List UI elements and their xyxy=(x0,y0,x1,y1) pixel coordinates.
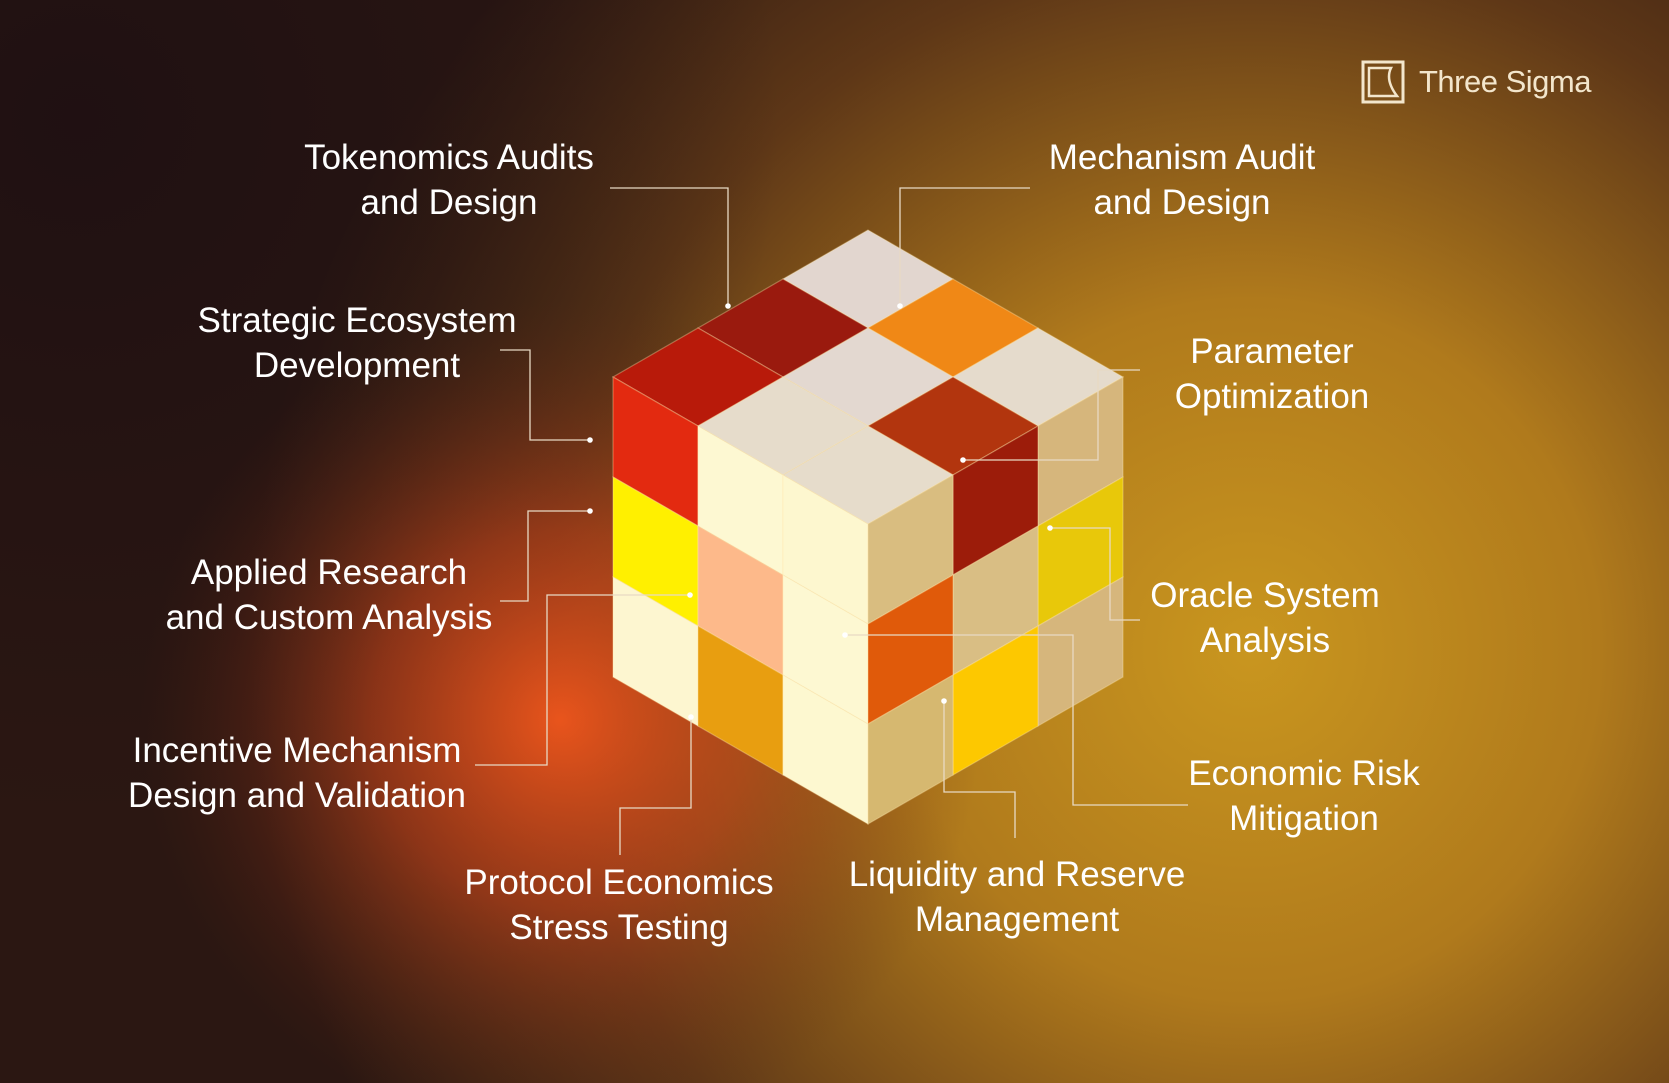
leader-line xyxy=(1050,527,1140,621)
leader-line xyxy=(943,701,1016,838)
leader-line xyxy=(845,634,1188,806)
three-sigma-logo-icon xyxy=(1361,60,1405,104)
leader-line xyxy=(619,717,692,855)
label-line: Liquidity and Reserve xyxy=(848,855,1186,894)
label-line: Optimization xyxy=(1174,377,1370,416)
leader-dot xyxy=(587,437,593,443)
leader-dot xyxy=(941,698,947,704)
leader-line xyxy=(610,187,729,306)
label-line: Incentive Mechanism xyxy=(132,731,462,770)
label-line: and Design xyxy=(1093,183,1271,222)
label-line: Design and Validation xyxy=(128,776,466,815)
leader-line xyxy=(500,510,590,602)
label-line: Development xyxy=(253,346,461,385)
leader-dot xyxy=(688,714,694,720)
leader-dot xyxy=(687,592,693,598)
label-line: Tokenomics Audits xyxy=(304,138,594,177)
label-applied: Applied Research and Custom Analysis xyxy=(166,550,493,640)
label-line: Applied Research xyxy=(190,553,468,592)
label-tokenomics: Tokenomics Audits and Design xyxy=(304,135,594,225)
leader-dot xyxy=(960,457,966,463)
leader-line xyxy=(899,187,1030,306)
label-line: and Design xyxy=(360,183,538,222)
label-line: Oracle System xyxy=(1150,576,1380,615)
leader-line xyxy=(963,369,1140,461)
label-line: and Custom Analysis xyxy=(165,598,493,637)
brand: Three Sigma xyxy=(1361,60,1591,104)
brand-name: Three Sigma xyxy=(1419,64,1591,99)
label-mechanism: Mechanism Audit and Design xyxy=(1049,135,1316,225)
label-line: Protocol Economics xyxy=(464,863,774,902)
leader-line xyxy=(500,349,590,441)
leader-dot xyxy=(725,303,731,309)
label-line: Mitigation xyxy=(1229,799,1379,838)
cube xyxy=(611,229,1125,826)
leader-dot xyxy=(842,632,848,638)
cube-right-cell xyxy=(867,673,954,826)
label-line: Management xyxy=(914,900,1120,939)
label-line: Mechanism Audit xyxy=(1048,138,1316,177)
label-line: Parameter xyxy=(1190,332,1354,371)
leader-lines xyxy=(475,187,1188,855)
leader-line xyxy=(475,594,690,766)
label-line: Analysis xyxy=(1199,621,1331,660)
leader-dot xyxy=(1047,525,1053,531)
label-line: Stress Testing xyxy=(509,908,729,947)
leader-dot xyxy=(897,303,903,309)
leader-dot xyxy=(587,508,593,514)
label-line: Strategic Ecosystem xyxy=(197,301,517,340)
label-line: Economic Risk xyxy=(1188,754,1420,793)
